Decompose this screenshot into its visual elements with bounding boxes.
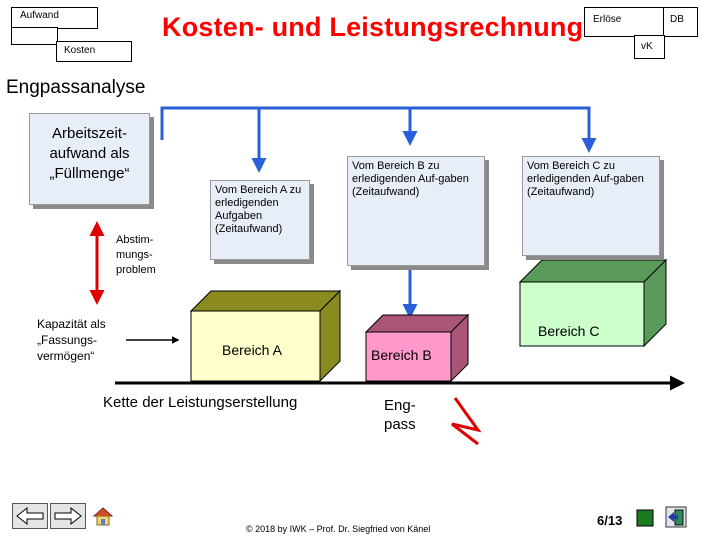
bereich-b-label: Bereich B [371, 347, 432, 363]
erloese-label: Erlöse [593, 14, 622, 25]
forward-button[interactable] [50, 503, 86, 529]
fuellmenge-box: Arbeitszeit-aufwand als „Füllmenge“ [29, 113, 150, 205]
info-bereich-c: Vom Bereich C zu erledigenden Auf-gaben … [522, 156, 660, 256]
bereich-b-box [364, 313, 470, 383]
abstimmung-text: Abstim-mungs-problem [116, 234, 156, 276]
kette-label: Kette der Leistungserstellung [103, 394, 298, 411]
kapazitaet-text: Kapazität als „Fassungs-vermögen“ [37, 317, 106, 363]
bereich-a-label: Bereich A [222, 342, 282, 358]
info-a-text: Vom Bereich A zu erledigenden Aufgaben (… [215, 184, 302, 235]
info-bereich-a: Vom Bereich A zu erledigenden Aufgaben (… [210, 180, 310, 260]
db-label: DB [670, 14, 684, 25]
info-b-text: Vom Bereich B zu erledigenden Auf-gaben … [352, 160, 469, 198]
empty-box [11, 27, 58, 45]
copyright: © 2018 by IWK – Prof. Dr. Siegfried von … [246, 524, 431, 534]
back-arrow-icon [16, 506, 44, 526]
aufwand-label: Aufwand [20, 10, 59, 21]
page-title: Kosten- und Leistungsrechnung [162, 12, 584, 42]
bereich-c-box [518, 258, 668, 348]
db-box: DB [663, 7, 698, 37]
square-icon [636, 509, 654, 527]
bereich-c-label: Bereich C [538, 323, 600, 339]
home-button[interactable] [92, 505, 114, 527]
flow-line-top [160, 106, 591, 140]
page-number: 6/13 [597, 513, 623, 528]
info-bereich-b: Vom Bereich B zu erledigenden Auf-gaben … [347, 156, 485, 266]
vk-box: vK [634, 35, 665, 59]
back-button[interactable] [12, 503, 48, 529]
engpass-zigzag [451, 397, 482, 446]
square-button[interactable] [636, 509, 654, 527]
kosten-label: Kosten [64, 45, 96, 56]
exit-button[interactable] [664, 505, 688, 529]
engpass-label: Eng-pass [384, 397, 416, 433]
info-c-text: Vom Bereich C zu erledigenden Auf-gaben … [527, 160, 644, 198]
kosten-box: Kosten [56, 41, 132, 62]
erloese-box: Erlöse [584, 7, 665, 37]
section-title: Engpassanalyse [6, 77, 146, 98]
fuellmenge-text: Arbeitszeit-aufwand als „Füllmenge“ [49, 125, 130, 182]
exit-icon [665, 506, 687, 528]
vk-label: vK [641, 41, 653, 52]
bereich-a-box [189, 289, 342, 383]
home-icon [92, 507, 114, 526]
forward-arrow-icon [54, 506, 82, 526]
